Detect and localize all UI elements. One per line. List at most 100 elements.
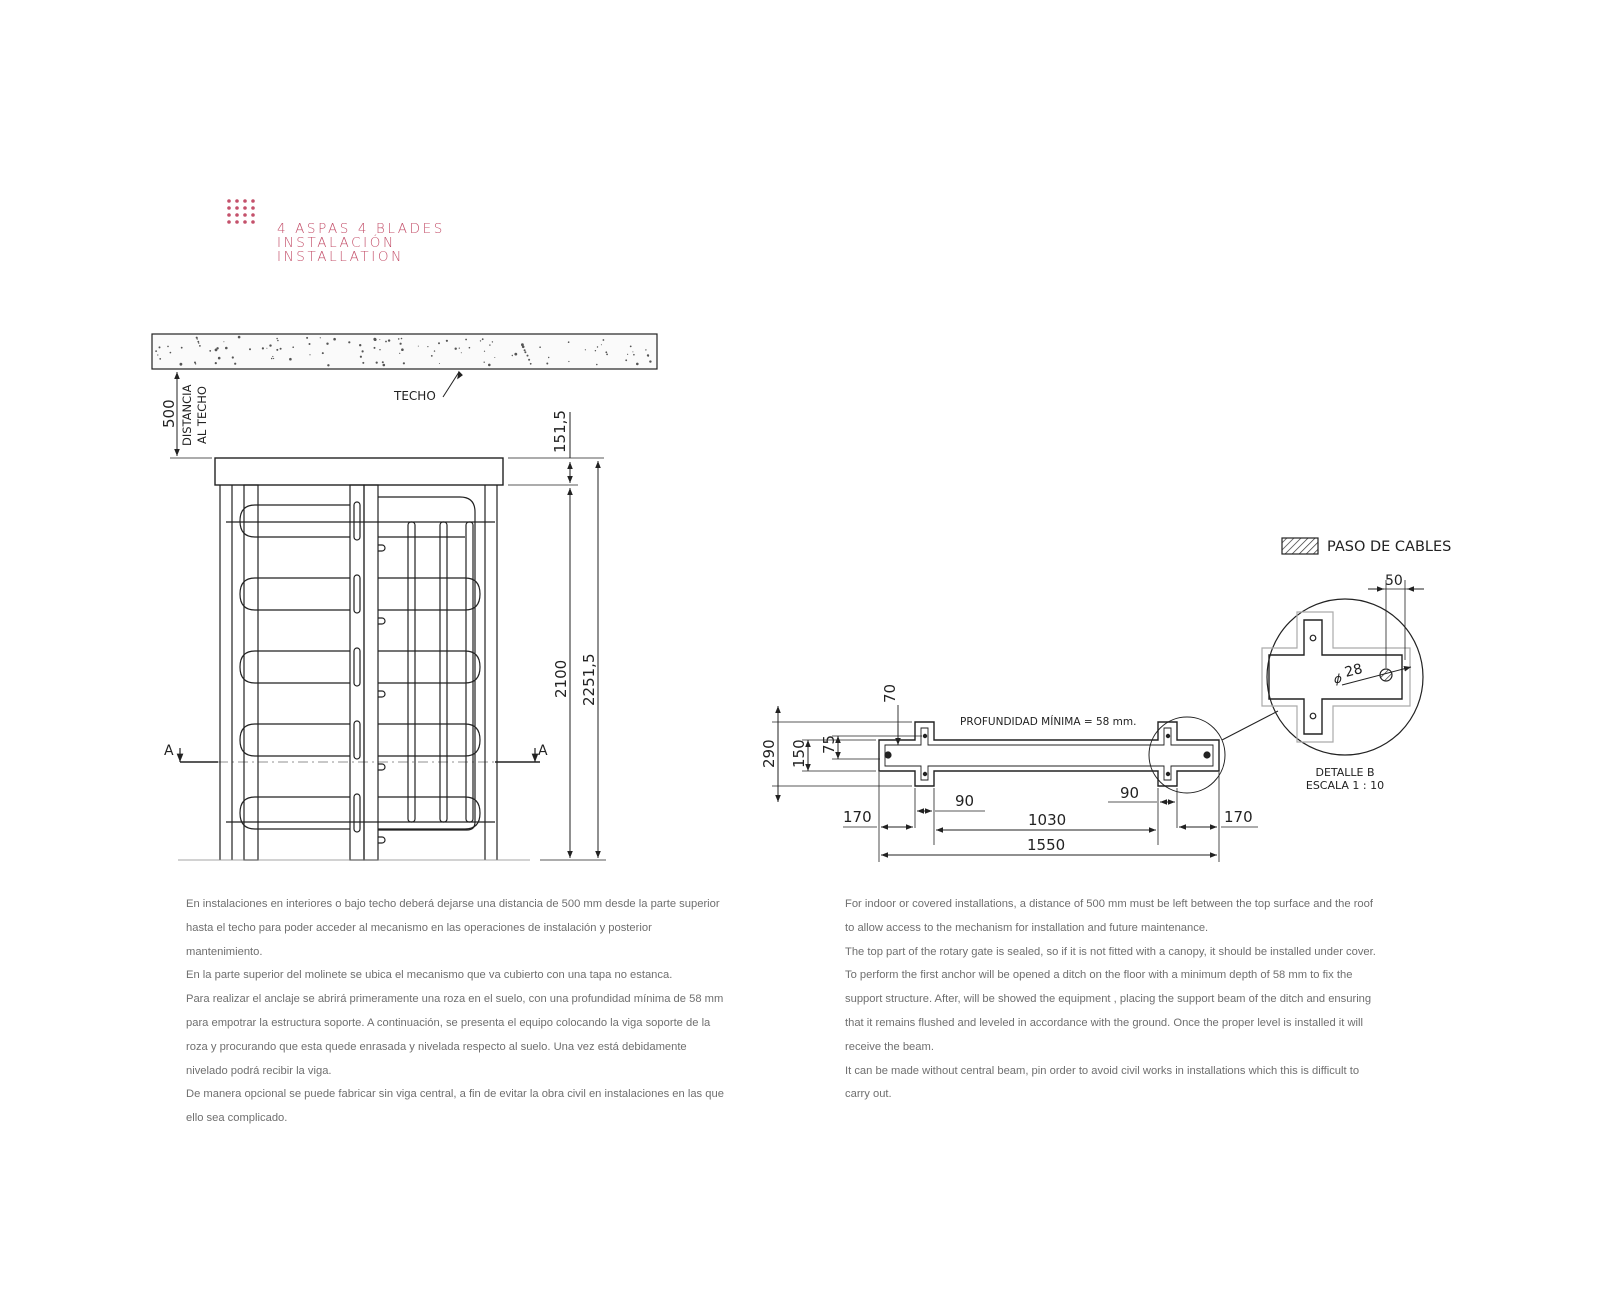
concrete-speck <box>234 362 237 365</box>
concrete-speck <box>231 356 234 359</box>
concrete-speck <box>169 351 172 354</box>
concrete-speck <box>270 357 273 360</box>
dist-label-1: DISTANCIA <box>180 384 194 446</box>
concrete-speck <box>273 357 275 360</box>
dim-2100: 2100 <box>552 660 570 698</box>
description-spanish: En instalaciones en interiores o bajo te… <box>186 893 726 1131</box>
concrete-speck <box>158 346 161 349</box>
concrete-speck <box>167 345 169 348</box>
detail-b-circle <box>1148 716 1226 794</box>
ceiling-label: TECHO <box>393 389 436 403</box>
paragraph-en-4: It can be made without central beam, pin… <box>845 1064 1360 1101</box>
concrete-speck <box>249 348 251 351</box>
concrete-speck <box>276 348 279 351</box>
detail-dim-28: 28 <box>1343 661 1364 681</box>
detail-b-view <box>1266 598 1424 756</box>
concrete-speck <box>629 345 632 348</box>
concrete-speck <box>488 363 491 367</box>
dim-151-5: 151,5 <box>551 410 569 453</box>
concrete-speck <box>362 361 365 364</box>
concrete-speck <box>567 341 570 344</box>
concrete-speck <box>524 351 527 354</box>
concrete-speck <box>402 362 405 365</box>
concrete-speck <box>319 337 321 339</box>
dim-90-right: 90 <box>1120 784 1139 802</box>
paragraph-en-1: For indoor or covered installations, a d… <box>845 898 1373 934</box>
concrete-speck <box>276 337 278 340</box>
dim-2251-5: 2251,5 <box>580 654 598 707</box>
concrete-speck <box>596 346 599 348</box>
dim-150: 150 <box>790 739 808 768</box>
concrete-speck <box>261 347 264 350</box>
top-housing <box>214 457 504 486</box>
section-a-right: A <box>538 743 548 759</box>
page-header: 4 ASPAS 4 BLADES INSTALACIÓN INSTALLATIO… <box>277 222 445 264</box>
concrete-speck <box>359 344 362 347</box>
concrete-speck <box>468 346 471 349</box>
legend-hatch <box>1281 537 1319 555</box>
concrete-speck <box>645 349 647 351</box>
concrete-speck <box>521 345 525 349</box>
dim-1030: 1030 <box>1028 811 1066 829</box>
detail-label: DETALLE B <box>1315 766 1374 779</box>
concrete-speck <box>438 342 440 345</box>
paragraph-es-1: En instalaciones en interiores o bajo te… <box>186 898 720 958</box>
concrete-speck <box>400 337 403 340</box>
detail-b-cross <box>1261 611 1411 743</box>
concrete-speck <box>401 348 404 352</box>
concrete-speck <box>214 362 217 365</box>
concrete-speck <box>216 347 219 350</box>
rotor-arms <box>239 501 481 844</box>
concrete-speck <box>454 347 457 350</box>
concrete-speck <box>196 338 198 340</box>
dim-290: 290 <box>760 739 778 768</box>
concrete-speck <box>625 359 628 362</box>
concrete-speck <box>399 352 401 354</box>
concrete-speck <box>600 344 602 346</box>
rotor-arm <box>239 574 481 625</box>
concrete-speck <box>321 352 324 355</box>
concrete-speck <box>359 355 362 358</box>
concrete-speck <box>306 336 309 339</box>
concrete-speck <box>526 354 529 357</box>
concrete-speck <box>379 349 381 351</box>
concrete-speck <box>539 346 541 349</box>
concrete-speck <box>465 338 467 341</box>
concrete-speck <box>479 340 482 342</box>
concrete-speck <box>209 350 212 352</box>
concrete-speck <box>489 344 491 346</box>
concrete-speck <box>483 361 485 363</box>
concrete-speck <box>269 344 272 347</box>
concrete-speck <box>596 363 598 366</box>
concrete-speck <box>214 348 218 352</box>
concrete-speck <box>157 354 159 356</box>
dim-170-left: 170 <box>843 808 872 826</box>
concrete-speck <box>445 339 448 342</box>
concrete-speck <box>433 350 436 352</box>
technical-drawing: TECHO 500 DISTANCIA AL TECHO 151,5 2100 … <box>151 333 1451 862</box>
concrete-speck <box>427 346 429 348</box>
concrete-speck <box>594 350 597 352</box>
concrete-speck <box>417 345 419 347</box>
concrete-speck <box>605 351 608 354</box>
concrete-speck <box>361 350 364 353</box>
rotor-arm <box>239 793 481 844</box>
concrete-speck <box>481 338 484 341</box>
concrete-speck <box>494 357 496 358</box>
concrete-speck <box>279 347 282 350</box>
concrete-speck <box>399 342 402 345</box>
concrete-speck <box>327 364 330 367</box>
concrete-speck <box>375 361 378 364</box>
paragraph-es-2: En la parte superior del molinete se ubi… <box>186 969 673 982</box>
concrete-speck <box>373 337 377 341</box>
concrete-speck <box>180 346 183 349</box>
concrete-speck <box>292 346 295 349</box>
concrete-speck <box>606 353 608 356</box>
concrete-speck <box>627 353 629 355</box>
concrete-speck <box>602 339 605 341</box>
elevation-view <box>151 333 658 861</box>
concrete-speck <box>277 339 279 342</box>
description-english: For indoor or covered installations, a d… <box>845 893 1385 1107</box>
section-a-left: A <box>164 743 174 759</box>
header-subtitle-es: INSTALACIÓN <box>277 235 396 251</box>
